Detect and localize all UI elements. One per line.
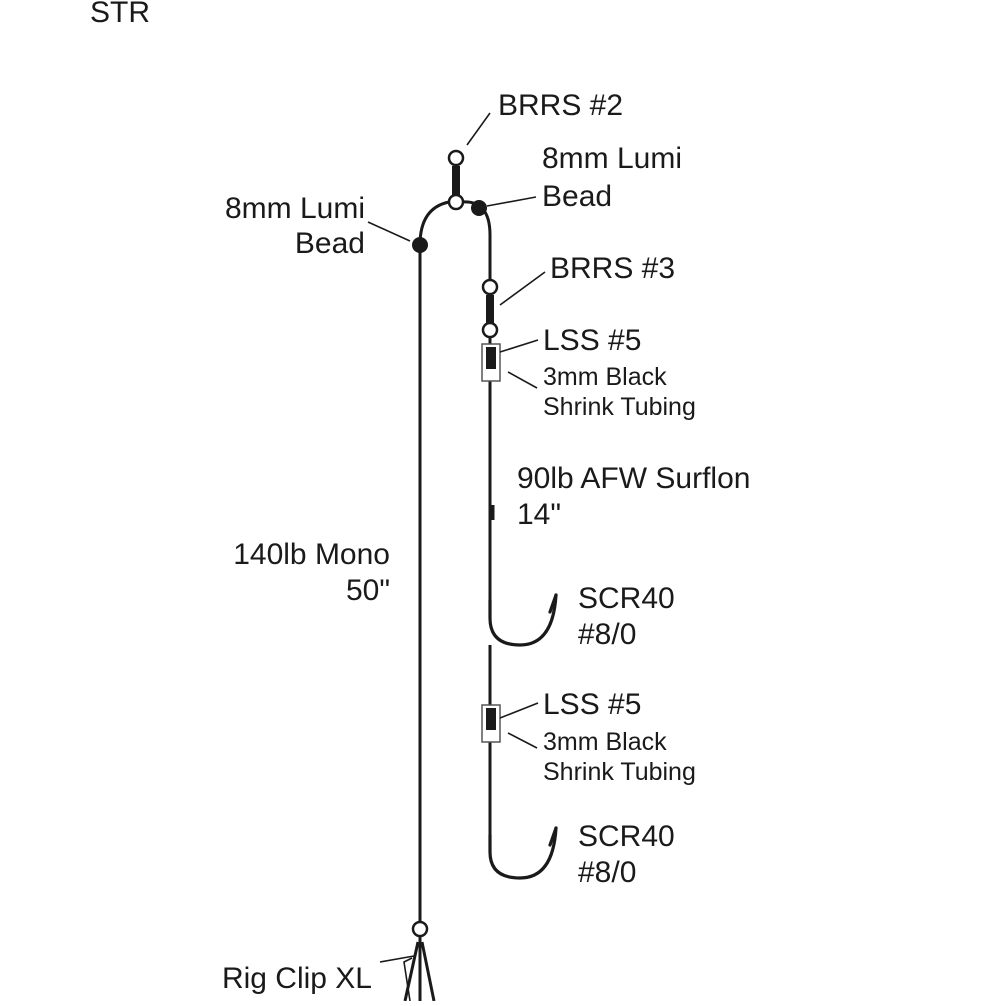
brrs3-barrel [486, 295, 494, 324]
label-rig-clip: Rig Clip XL [222, 962, 372, 995]
pointer-lss1 [499, 339, 539, 353]
lumi-bead-right [471, 200, 487, 216]
pointer-lss2 [499, 702, 539, 719]
label-bead-right-line1: 8mm Lumi [542, 142, 682, 175]
pointer-shrink2 [507, 732, 538, 749]
brrs2-barrel [452, 166, 460, 196]
label-bead-right-line2: Bead [542, 180, 612, 213]
brrs3-top-ring [481, 278, 499, 296]
label-hook1-line2: #8/0 [578, 618, 636, 651]
label-hook2-line1: SCR40 [578, 820, 675, 853]
label-shrink-lower-line1: 3mm Black [543, 728, 667, 756]
label-lss-lower: LSS #5 [543, 688, 641, 721]
hook-2 [488, 826, 558, 880]
label-shrink-upper-line1: 3mm Black [543, 363, 667, 391]
label-shrink-upper-line2: Shrink Tubing [543, 393, 696, 421]
label-surflon-line1: 90lb AFW Surflon [517, 462, 750, 495]
shrink-tubing-upper [486, 347, 496, 369]
label-lss-upper: LSS #5 [543, 324, 641, 357]
pointer-brrs3 [499, 271, 546, 306]
label-mono-line1: 140lb Mono [233, 538, 390, 571]
rig-clip-arm-inner [403, 957, 413, 1002]
pointer-shrink1 [507, 371, 538, 389]
pointer-bead-left [367, 221, 411, 242]
label-bead-left-line2: Bead [295, 227, 365, 260]
label-hook2-line2: #8/0 [578, 856, 636, 889]
brrs2-bottom-ring [447, 193, 465, 211]
label-brrs3: BRRS #3 [550, 252, 675, 285]
rig-clip-arm-right [420, 941, 436, 1002]
label-mono-line2: 50" [346, 574, 390, 607]
label-hook1-line1: SCR40 [578, 582, 675, 615]
diagram-title: STR [90, 0, 150, 29]
hook-2-barb [548, 826, 558, 847]
pointer-rigclip [379, 955, 415, 963]
hook-1 [488, 593, 558, 647]
rig-clip-arm-left [403, 941, 420, 1002]
brrs3-bottom-ring [481, 321, 499, 339]
rig-clip-ring [411, 920, 429, 938]
label-surflon-line2: 14" [517, 498, 561, 531]
pointer-brrs2 [466, 112, 491, 146]
lumi-bead-left [412, 237, 428, 253]
label-shrink-lower-line2: Shrink Tubing [543, 758, 696, 786]
pointer-bead-right [486, 196, 537, 207]
shrink-tubing-lower [486, 708, 496, 730]
brrs2-top-ring [447, 149, 465, 167]
label-bead-left-line1: 8mm Lumi [225, 192, 365, 225]
hook-1-barb [548, 593, 558, 614]
label-brrs2: BRRS #2 [498, 89, 623, 122]
